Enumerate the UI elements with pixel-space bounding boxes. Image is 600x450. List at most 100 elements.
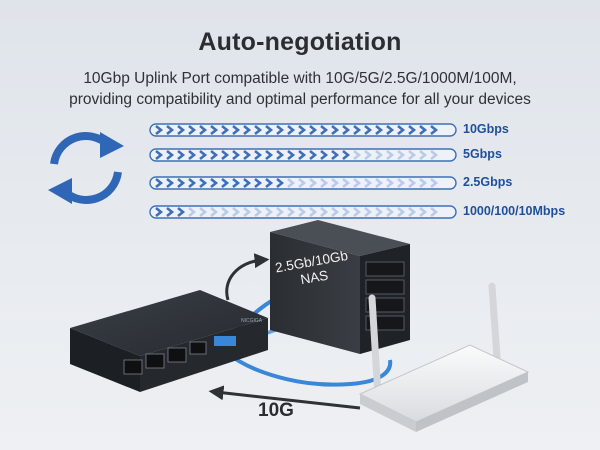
- chevron-icon: [364, 177, 373, 189]
- chevron-icon: [419, 206, 428, 218]
- chevron-icon: [397, 177, 406, 189]
- chevron-icon: [166, 177, 175, 189]
- chevron-icon: [342, 124, 351, 136]
- chevron-icon: [265, 206, 274, 218]
- arrow-left-icon: [208, 385, 361, 410]
- chevron-icon: [199, 206, 208, 218]
- chevron-icon: [199, 177, 208, 189]
- speed-bar: [149, 148, 457, 162]
- chevron-icon: [254, 149, 263, 161]
- chevron-icon: [287, 177, 296, 189]
- chevron-icon: [166, 124, 175, 136]
- chevron-icon: [232, 149, 241, 161]
- chevron-icon: [199, 149, 208, 161]
- chevron-icon: [364, 124, 373, 136]
- chevron-icon: [243, 206, 252, 218]
- chevron-icon: [331, 177, 340, 189]
- switch-brand-label: NICGIGA: [241, 318, 263, 324]
- sync-arrows-icon: [48, 132, 124, 204]
- chevron-icon: [221, 124, 230, 136]
- chevron-icon: [155, 124, 164, 136]
- chevron-icon: [342, 149, 351, 161]
- chevron-icon: [210, 149, 219, 161]
- speed-label: 5Gbps: [463, 147, 502, 161]
- chevron-icon: [188, 177, 197, 189]
- chevron-icon: [276, 124, 285, 136]
- chevron-icon: [298, 149, 307, 161]
- chevron-icon: [342, 206, 351, 218]
- page-subtitle: 10Gbp Uplink Port compatible with 10G/5G…: [0, 68, 600, 110]
- chevron-icon: [342, 177, 351, 189]
- chevron-icon: [177, 124, 186, 136]
- chevron-icon: [232, 177, 241, 189]
- chevron-icon: [210, 206, 219, 218]
- chevron-icon: [331, 124, 340, 136]
- chevron-icon: [298, 124, 307, 136]
- chevron-icon: [166, 206, 175, 218]
- chevron-icon: [353, 206, 362, 218]
- chevron-icon: [353, 177, 362, 189]
- chevron-icon: [419, 124, 428, 136]
- page-title: Auto-negotiation: [198, 28, 402, 56]
- chevron-icon: [155, 206, 164, 218]
- chevron-icon: [364, 206, 373, 218]
- chevron-icon: [155, 149, 164, 161]
- chevron-icon: [353, 124, 362, 136]
- arrow-up-icon: [225, 253, 270, 301]
- uplink-label: 10G: [258, 400, 294, 421]
- chevron-icon: [254, 177, 263, 189]
- chevron-icon: [265, 177, 274, 189]
- chevron-icon: [430, 206, 439, 218]
- chevron-icon: [243, 177, 252, 189]
- chevron-icon: [221, 149, 230, 161]
- chevron-icon: [430, 124, 439, 136]
- chevron-icon: [177, 206, 186, 218]
- speed-label: 2.5Gbps: [463, 175, 513, 189]
- network-switch: [70, 290, 268, 392]
- chevron-icon: [430, 149, 439, 161]
- chevron-icon: [386, 149, 395, 161]
- chevron-icon: [188, 206, 197, 218]
- speed-label: 1000/100/10Mbps: [463, 204, 566, 218]
- chevron-icon: [166, 149, 175, 161]
- chevron-icon: [210, 124, 219, 136]
- chevron-icon: [188, 124, 197, 136]
- chevron-icon: [177, 177, 186, 189]
- chevron-icon: [386, 177, 395, 189]
- chevron-icon: [408, 124, 417, 136]
- chevron-icon: [320, 206, 329, 218]
- chevron-icon: [320, 124, 329, 136]
- chevron-icon: [375, 177, 384, 189]
- speed-bar: [149, 123, 457, 137]
- chevron-icon: [254, 206, 263, 218]
- chevron-icon: [265, 124, 274, 136]
- chevron-icon: [386, 124, 395, 136]
- chevron-icon: [254, 124, 263, 136]
- chevron-icon: [232, 124, 241, 136]
- chevron-icon: [155, 177, 164, 189]
- chevron-icon: [188, 149, 197, 161]
- chevron-icon: [309, 206, 318, 218]
- chevron-icon: [232, 206, 241, 218]
- speed-label: 10Gbps: [463, 122, 509, 136]
- chevron-icon: [243, 149, 252, 161]
- chevron-icon: [375, 124, 384, 136]
- chevron-icon: [397, 149, 406, 161]
- chevron-icon: [221, 177, 230, 189]
- chevron-icon: [430, 177, 439, 189]
- chevron-icon: [386, 206, 395, 218]
- chevron-icon: [331, 149, 340, 161]
- chevron-icon: [287, 206, 296, 218]
- chevron-icon: [221, 206, 230, 218]
- chevron-icon: [408, 206, 417, 218]
- chevron-icon: [210, 177, 219, 189]
- chevron-icon: [265, 149, 274, 161]
- chevron-icon: [276, 206, 285, 218]
- chevron-icon: [243, 124, 252, 136]
- subtitle-line-2: providing compatibility and optimal perf…: [69, 91, 531, 108]
- chevron-icon: [199, 124, 208, 136]
- chevron-icon: [177, 149, 186, 161]
- chevron-icon: [276, 177, 285, 189]
